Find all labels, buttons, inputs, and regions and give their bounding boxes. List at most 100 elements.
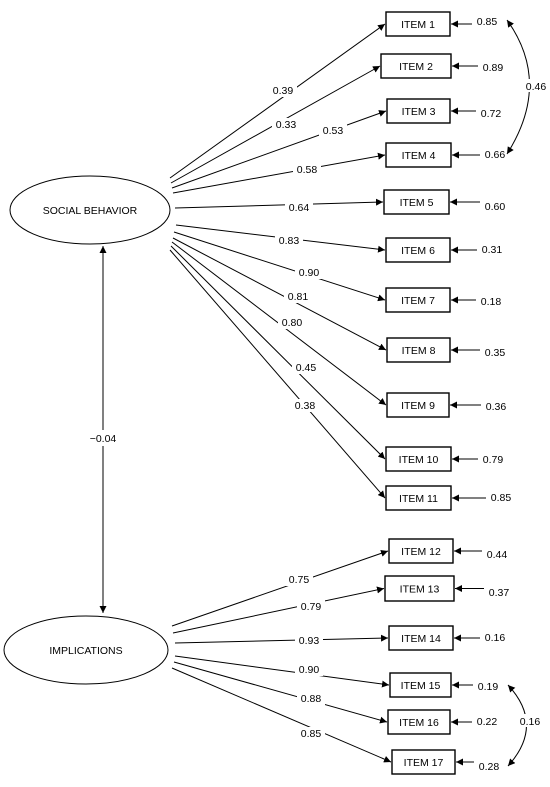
item-label-15: ITEM 15 xyxy=(401,680,441,692)
item-box-13 xyxy=(384,575,455,602)
item-label-13: ITEM 13 xyxy=(400,584,440,596)
loading-value-item-15: 0.90 xyxy=(299,664,320,676)
item-label-7: ITEM 7 xyxy=(401,295,435,307)
loading-arrow-item-13 xyxy=(172,586,385,634)
error-value-item-5: 0.60 xyxy=(485,201,506,213)
item-box-11 xyxy=(385,485,452,511)
loading-label-bg xyxy=(297,692,325,705)
error-value-item-11: 0.85 xyxy=(491,492,512,504)
loading-value-item-2: 0.33 xyxy=(276,119,297,131)
loading-label-bg xyxy=(291,399,319,412)
error-value-item-4: 0.66 xyxy=(485,149,506,161)
loading-label-bg xyxy=(285,201,313,214)
factor-social-behavior: SOCIAL BEHAVIOR xyxy=(9,175,171,245)
loading-arrow-item-4 xyxy=(172,152,386,194)
loading-label-bg xyxy=(297,600,325,613)
loading-arrow-item-3 xyxy=(171,110,387,189)
item-label-12: ITEM 12 xyxy=(401,546,441,558)
loading-value-item-5: 0.64 xyxy=(289,202,310,214)
loading-label-bg xyxy=(297,727,325,740)
loading-label-bg xyxy=(295,266,323,279)
item-box-3 xyxy=(386,98,451,124)
loading-label-bg xyxy=(292,361,320,374)
item-box-1 xyxy=(385,11,451,37)
item-box-15 xyxy=(389,672,452,698)
loading-value-item-9: 0.80 xyxy=(282,317,303,329)
loading-arrow-item-8 xyxy=(172,237,387,351)
loading-value-item-1: 0.39 xyxy=(273,85,294,97)
loading-arrow-item-1 xyxy=(169,23,386,179)
item-label-3: ITEM 3 xyxy=(402,106,436,118)
loading-label-bg xyxy=(293,163,321,176)
factor-correlation-value: −0.04 xyxy=(90,433,117,445)
item-label-1: ITEM 1 xyxy=(401,19,435,31)
item-box-2 xyxy=(380,53,452,79)
error-value-item-6: 0.31 xyxy=(482,244,503,256)
covariance-label-bg xyxy=(516,714,544,727)
item-box-8 xyxy=(386,337,451,363)
loading-arrow-item-17 xyxy=(171,667,392,763)
item-box-4 xyxy=(385,142,452,168)
item-box-9 xyxy=(386,392,450,418)
item-label-10: ITEM 10 xyxy=(399,454,439,466)
loading-label-bg xyxy=(272,118,300,131)
item-box-17 xyxy=(391,749,456,775)
error-value-item-12: 0.44 xyxy=(487,549,508,561)
item-box-14 xyxy=(388,625,454,651)
loading-arrow-item-5 xyxy=(174,198,384,209)
error-value-item-10: 0.79 xyxy=(483,454,504,466)
item-label-9: ITEM 9 xyxy=(401,400,435,412)
loading-value-item-3: 0.53 xyxy=(323,125,344,137)
loading-label-bg xyxy=(295,634,323,647)
error-value-item-17: 0.28 xyxy=(479,761,500,773)
error-value-item-7: 0.18 xyxy=(481,296,502,308)
item-label-14: ITEM 14 xyxy=(401,633,441,645)
loading-value-item-10: 0.45 xyxy=(296,362,317,374)
item-box-7 xyxy=(385,287,451,313)
item-label-5: ITEM 5 xyxy=(400,197,434,209)
loading-arrow-item-7 xyxy=(173,231,386,302)
error-covariances-layer: 0.460.16 xyxy=(506,19,550,767)
item-label-17: ITEM 17 xyxy=(404,757,444,769)
loading-arrow-item-12 xyxy=(171,549,389,627)
error-value-item-13: 0.37 xyxy=(489,587,510,599)
item-box-12 xyxy=(388,538,454,564)
indicator-item-14: 0.93 ITEM 14 0.16 xyxy=(174,625,506,651)
item-label-16: ITEM 16 xyxy=(399,717,439,729)
loading-value-item-13: 0.79 xyxy=(301,601,322,613)
item-box-5 xyxy=(383,189,450,215)
loading-value-item-11: 0.38 xyxy=(295,400,316,412)
error-value-item-1: 0.85 xyxy=(477,16,498,28)
loading-value-item-14: 0.93 xyxy=(299,635,320,647)
loading-value-item-4: 0.58 xyxy=(297,164,318,176)
error-covariance-value-1: 0.46 xyxy=(526,81,547,93)
loading-arrow-item-15 xyxy=(174,655,390,688)
loading-arrow-item-16 xyxy=(173,661,388,724)
indicator-item-13: 0.79 ITEM 13 0.37 xyxy=(172,575,510,634)
loading-value-item-7: 0.90 xyxy=(299,267,320,279)
loading-arrow-item-14 xyxy=(174,634,389,644)
error-value-item-9: 0.36 xyxy=(486,401,507,413)
error-value-item-2: 0.89 xyxy=(483,62,504,74)
error-value-item-8: 0.35 xyxy=(485,347,506,359)
error-value-item-14: 0.16 xyxy=(485,632,506,644)
item-label-11: ITEM 11 xyxy=(399,493,438,505)
loading-label-bg xyxy=(295,663,323,676)
loading-label-bg xyxy=(275,234,303,247)
item-label-8: ITEM 8 xyxy=(402,345,436,357)
loading-label-bg xyxy=(284,290,312,303)
